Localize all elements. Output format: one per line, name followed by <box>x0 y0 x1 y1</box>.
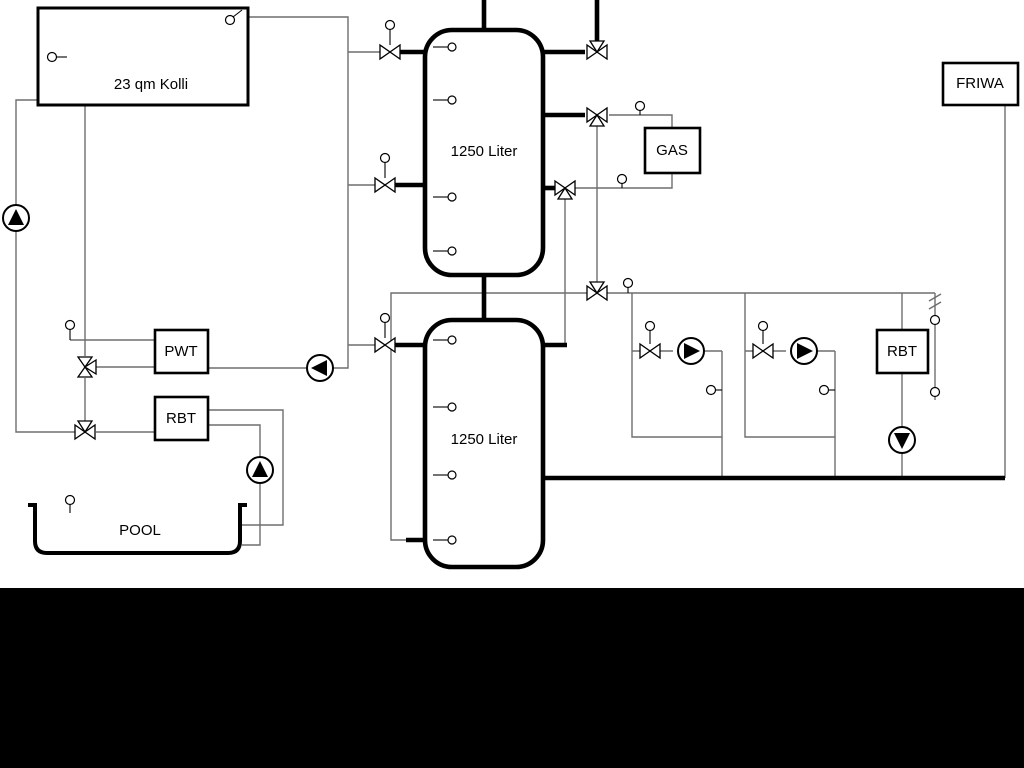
rbt-left-valve-icon <box>74 420 96 441</box>
collector-box: 23 qm Kolli <box>36 6 250 107</box>
pool-label: POOL <box>119 522 161 539</box>
sensor-icon <box>433 42 457 256</box>
friwa-label: FRIWA <box>956 75 1004 92</box>
rbt-left-label: RBT <box>166 410 196 427</box>
sensor-icon <box>433 335 457 545</box>
rbt-right-pump-icon <box>888 426 916 454</box>
bottom-black-bar <box>0 588 1024 768</box>
gas-label: GAS <box>656 142 688 159</box>
rbt-right-box: RBT <box>875 328 930 375</box>
circuit1-pump-icon <box>677 337 705 365</box>
tank-bottom-label: 1250 Liter <box>451 431 518 448</box>
pwt-mixing-valve-icon <box>76 356 97 378</box>
sensor-icon <box>64 100 941 398</box>
solar-valve-mid-icon <box>374 152 396 194</box>
pwt-pump-icon <box>306 354 334 382</box>
pool-pump-icon <box>246 456 274 484</box>
buffer-tank-top: 1250 Liter <box>422 27 546 278</box>
solar-valve-bottom-icon <box>374 312 396 354</box>
friwa-box: FRIWA <box>941 61 1020 107</box>
tank-top-label: 1250 Liter <box>451 143 518 160</box>
collector-label: 23 qm Kolli <box>114 76 188 93</box>
pwt-label: PWT <box>164 343 197 360</box>
rbt-right-label: RBT <box>887 343 917 360</box>
gas-boiler-box: GAS <box>643 126 702 175</box>
tank-top-right-valve-icon <box>586 40 608 61</box>
solar-valve-top-icon <box>379 19 401 61</box>
thick-pipes <box>395 0 1005 543</box>
circuit2-pump-icon <box>790 337 818 365</box>
gas-return-valve-icon <box>554 179 576 200</box>
sensor-icon <box>64 494 76 513</box>
gas-flow-valve-icon <box>586 106 608 127</box>
sensor-icon <box>46 9 243 63</box>
heating-schematic: 23 qm Kolli 1250 Liter 1250 Liter GAS <box>2 0 1020 570</box>
buffer-tank-bottom: 1250 Liter <box>422 317 546 570</box>
pool-shape: POOL <box>28 494 247 555</box>
circuit1-valve-icon <box>639 320 661 360</box>
header-mixing-valve-icon <box>586 281 608 302</box>
solar-pump-icon <box>2 204 30 232</box>
pwt-box: PWT <box>153 328 210 375</box>
rbt-left-box: RBT <box>153 395 210 442</box>
circuit2-valve-icon <box>752 320 774 360</box>
thin-pipes <box>15 16 1006 546</box>
